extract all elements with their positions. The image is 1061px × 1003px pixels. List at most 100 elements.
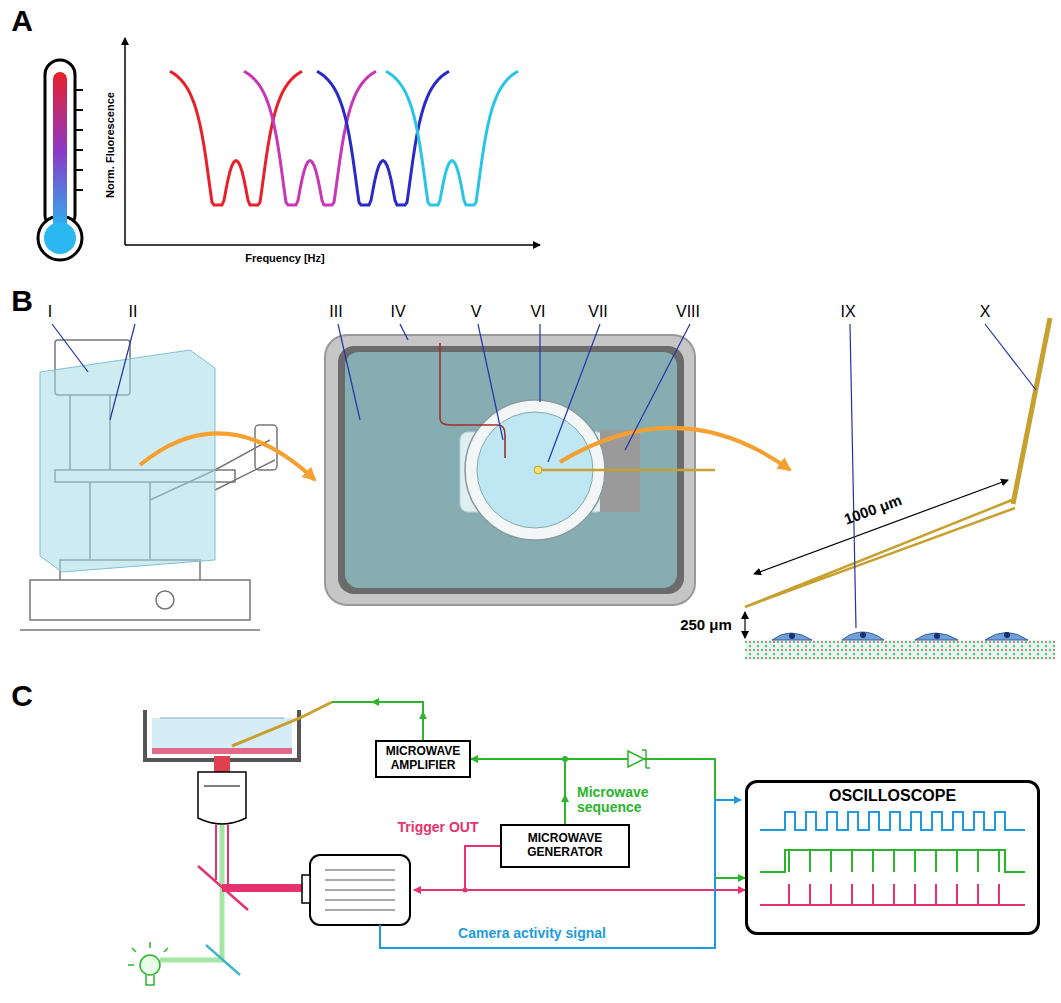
direction-arrow [564, 795, 566, 809]
zoom-arrow [560, 428, 790, 470]
panel-letter: A [11, 4, 33, 37]
sample-dish [145, 702, 332, 760]
leader-line [625, 324, 690, 450]
camera [310, 855, 410, 925]
callout-number: VII [588, 303, 608, 321]
text-label: Microwave sequence [577, 785, 667, 816]
objective [198, 756, 246, 824]
spectrum-curve [317, 71, 449, 205]
leader-line [52, 324, 88, 372]
cantilever [745, 318, 1050, 607]
callout-number: IX [840, 303, 855, 321]
objective [214, 756, 230, 772]
objective [204, 786, 240, 787]
sample-dish [152, 748, 292, 754]
panel-letter: B [11, 284, 33, 317]
panel-letter: C [11, 679, 33, 712]
leader-line [478, 324, 503, 440]
cell-substrate [934, 633, 940, 639]
junction-dot [463, 888, 468, 893]
incubator-enclosure [40, 350, 215, 572]
thermometer [38, 60, 83, 260]
camera [325, 870, 395, 910]
plot-axes [125, 38, 540, 245]
cell-substrate [745, 640, 1055, 660]
leader-line [338, 324, 360, 420]
stage-insert [538, 469, 715, 472]
leader-line [52, 324, 1036, 628]
microscope [20, 340, 277, 630]
generator-box: MICROWAVE GENERATOR [500, 824, 630, 868]
plot-axes [124, 38, 126, 245]
cell-substrate [772, 633, 812, 640]
cell-substrate [789, 633, 795, 639]
trigger-line [414, 889, 465, 891]
microscope [156, 591, 174, 609]
cell-substrate [842, 632, 884, 640]
dimension-arrow [744, 612, 745, 638]
text-label: 1000 μm [842, 492, 904, 528]
camera [302, 855, 410, 925]
cell-substrate [745, 632, 1055, 660]
microscope [20, 629, 260, 631]
sample-dish [232, 702, 332, 746]
sample-dish [145, 710, 299, 760]
dimension-arrow [754, 480, 1008, 574]
spectrum-curve [170, 71, 518, 205]
box-label: OSCILLOSCOPE [829, 787, 956, 805]
stage-insert [440, 343, 505, 458]
leader-line [985, 324, 1036, 390]
thermometer [53, 72, 67, 232]
light-bulb [140, 955, 160, 975]
oscilloscope-box: OSCILLOSCOPE [745, 780, 1040, 935]
signal-connector [471, 759, 565, 824]
leader-line [850, 324, 856, 628]
light-path [198, 866, 248, 910]
spectrum-curve [386, 71, 518, 205]
box-label: MICROWAVE AMPLIFIER [382, 745, 464, 773]
diode-symbol [628, 751, 644, 767]
text-label: Norm. Fluorescence [104, 92, 116, 198]
text-label: Frequency [Hz] [245, 252, 324, 264]
microwave-line [332, 702, 423, 742]
light-path [160, 825, 310, 975]
cell-substrate [789, 632, 1010, 639]
callout-number: IV [390, 303, 405, 321]
microwave-line [332, 702, 423, 742]
plot-axes [125, 244, 540, 246]
zoom-arrow [140, 433, 315, 480]
objective [198, 772, 246, 824]
box-label: MICROWAVE GENERATOR [507, 832, 623, 860]
diode-symbol [642, 750, 650, 768]
leader-line [400, 324, 408, 340]
cell-substrate [772, 632, 1028, 640]
callout-number: II [129, 303, 138, 321]
thermometer [38, 216, 82, 260]
text-label: Trigger OUT [398, 820, 479, 835]
light-path [222, 884, 310, 892]
leader-line [539, 324, 540, 402]
cell-substrate [1004, 632, 1010, 638]
sample-dish [152, 718, 292, 754]
callout-number: V [471, 303, 482, 321]
microwave-line [372, 701, 380, 703]
camera [302, 875, 310, 903]
light-bulb [128, 942, 168, 985]
cell-substrate [915, 633, 958, 640]
light-path [206, 945, 240, 975]
cell-substrate [985, 633, 1028, 641]
thermometer [44, 222, 76, 254]
oscilloscope-trace [760, 812, 1025, 830]
light-path [160, 825, 222, 960]
oscilloscope-trace [760, 884, 1025, 905]
microwave-line [422, 712, 424, 730]
oscilloscope-trace [760, 850, 1025, 872]
cell-substrate [860, 632, 866, 638]
stage-insert [534, 466, 542, 474]
amplifier-box: MICROWAVE AMPLIFIER [375, 740, 471, 778]
text-label: Camera activity signal [458, 926, 606, 941]
callout-number: I [48, 303, 52, 321]
camera-signal-line [380, 800, 741, 948]
leader-line [548, 324, 600, 462]
thermometer [75, 90, 83, 190]
